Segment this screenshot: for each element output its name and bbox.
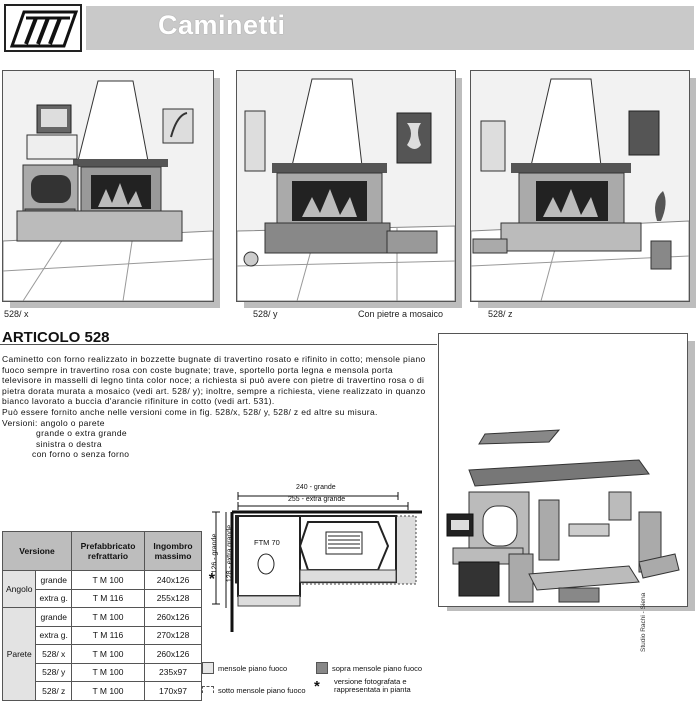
- table-cell: 170x97: [144, 681, 202, 701]
- article-paragraph: Caminetto con forno realizzato in bozzet…: [2, 354, 426, 407]
- table-cell: T M 100: [71, 662, 145, 682]
- spec-table: Versione Prefabbricato refrattario Ingom…: [1, 531, 215, 701]
- legend-swatch-dashed: [202, 686, 214, 693]
- legend-label: versione fotografata e rappresentata in …: [334, 677, 411, 694]
- table-cell: 235x97: [144, 662, 202, 682]
- photographed-mark: *: [208, 571, 215, 588]
- caption-528z: 528/ z: [488, 309, 513, 319]
- exploded-components-illustration: [446, 429, 680, 603]
- table-cell: T M 100: [71, 607, 145, 627]
- fireplace-illustration: [470, 71, 690, 302]
- article-body: Caminetto con forno realizzato in bozzet…: [2, 354, 430, 460]
- table-cell: grande: [35, 607, 72, 627]
- article-heading: ARTICOLO 528: [2, 329, 110, 346]
- plan-model-label: FTM 70: [254, 538, 280, 547]
- fireplace-illustration: [236, 71, 456, 302]
- caption-528y: 528/ y: [253, 309, 278, 319]
- table-header: Versione: [2, 531, 72, 571]
- version-item: con forno o senza forno: [32, 449, 130, 460]
- table-cell: grande: [35, 570, 72, 590]
- table-cell: extra g.: [35, 625, 72, 645]
- table-header: Prefabbricato refrattario: [71, 531, 145, 571]
- table-cell: T M 116: [71, 625, 145, 645]
- exploded-view-panel: [438, 333, 688, 607]
- table-cell: 255x128: [144, 588, 202, 608]
- floor-plan-drawing: [212, 492, 422, 632]
- legend-star: *: [314, 678, 320, 695]
- legend-label: mensole piano fuoco: [218, 664, 288, 673]
- plan-dim-left-2: 128 - extra grande: [226, 524, 234, 583]
- table-cell: 260x126: [144, 644, 202, 664]
- table-cell: T M 100: [71, 644, 145, 664]
- group-label: Parete: [1, 607, 37, 701]
- article-paragraph: Può essere fornito anche nelle versioni …: [2, 406, 378, 417]
- table-cell: 528/ y: [35, 662, 72, 682]
- plan-dim-top-2: 255 - extra grande: [288, 496, 346, 503]
- plan-dim-top-1: 240 - grande: [296, 484, 336, 491]
- table-cell: extra g.: [35, 588, 72, 608]
- table-cell: 528/ z: [35, 681, 72, 701]
- fireplace-illustration: [2, 71, 214, 302]
- legend-label: sopra mensole piano fuoco: [332, 664, 423, 673]
- fireplace-photo-528y: [236, 70, 456, 302]
- table-cell: T M 100: [71, 570, 145, 590]
- plan-dim-left-1: 126 - grande: [211, 533, 219, 574]
- table-cell: 260x126: [144, 607, 202, 627]
- version-item: sinistra o destra: [36, 438, 102, 449]
- caption-mosaic: Con pietre a mosaico: [358, 309, 444, 319]
- side-credit: Studio Rachi - Siena: [640, 592, 647, 652]
- table-cell: T M 116: [71, 588, 145, 608]
- legend-swatch-light: [202, 662, 214, 674]
- page-title: Caminetti: [158, 10, 286, 40]
- legend-swatch-dark: [316, 662, 328, 674]
- caption-528x: 528/ x: [4, 309, 29, 319]
- brand-logo: [4, 4, 82, 52]
- logo-mark-icon: [9, 10, 79, 48]
- fireplace-photo-528z: [470, 70, 690, 302]
- table-cell: 528/ x: [35, 644, 72, 664]
- size-value: 240x126: [156, 574, 190, 585]
- floor-plan: 240 - grande 255 - extra grande 126 - gr…: [208, 484, 430, 636]
- table-header: Ingombro massimo: [144, 531, 202, 571]
- title-bar: [86, 6, 694, 50]
- table-cell: 240x126 *: [144, 570, 215, 590]
- group-label: Angolo: [1, 570, 37, 608]
- fireplace-photo-528x: [2, 70, 214, 302]
- table-cell: 270x128: [144, 625, 202, 645]
- versions-label: Versioni: angolo o parete: [2, 417, 105, 428]
- version-item: grande o extra grande: [36, 428, 127, 439]
- divider: [0, 344, 437, 345]
- table-cell: T M 100: [71, 681, 145, 701]
- legend-label: sotto mensole piano fuoco: [218, 686, 306, 695]
